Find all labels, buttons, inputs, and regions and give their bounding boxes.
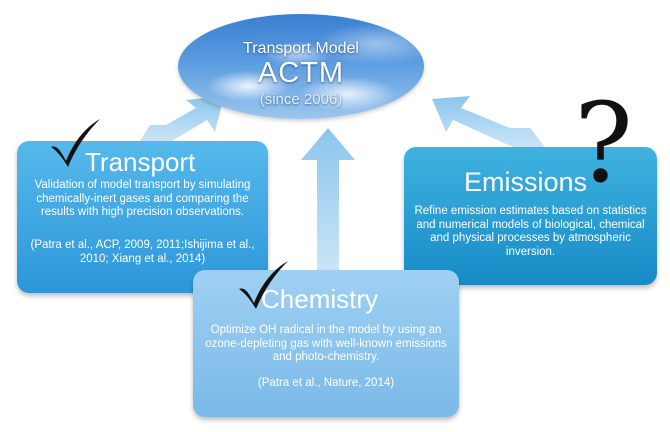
arrow-chemistry-to-model [301,128,355,270]
emissions-heading: Emissions [464,167,588,197]
checkmark-icon [239,261,288,309]
model-name: ACTM [257,57,345,89]
transport-heading: Transport [85,147,196,177]
chemistry-heading: Chemistry [261,284,379,314]
chemistry-reference: (Patra et al., Nature, 2014) [257,377,395,389]
transport-reference: (Patra et al., ACP, 2009, 2011;Ishijima … [30,239,255,265]
transport-model-ellipse: Transport Model ACTM (since 2006) [178,14,424,119]
emissions-description: Refine emission estimates based on stati… [414,205,647,258]
model-since: (since 2006) [259,91,343,108]
question-mark: ? [574,79,633,207]
chemistry-box: Chemistry Optimize OH radical in the mod… [193,270,459,417]
arrow-transport-to-model [140,96,224,141]
arrow-emissions-to-model [432,96,545,147]
transport-box: Transport Validation of model transport … [17,141,268,293]
transport-description: Validation of model transport by simulat… [34,179,251,218]
chemistry-description: Optimize OH radical in the model by usin… [205,324,447,363]
model-title: Transport Model [243,40,359,57]
emissions-box: Emissions Refine emission estimates base… [404,147,657,285]
checkmark-icon [51,119,100,167]
